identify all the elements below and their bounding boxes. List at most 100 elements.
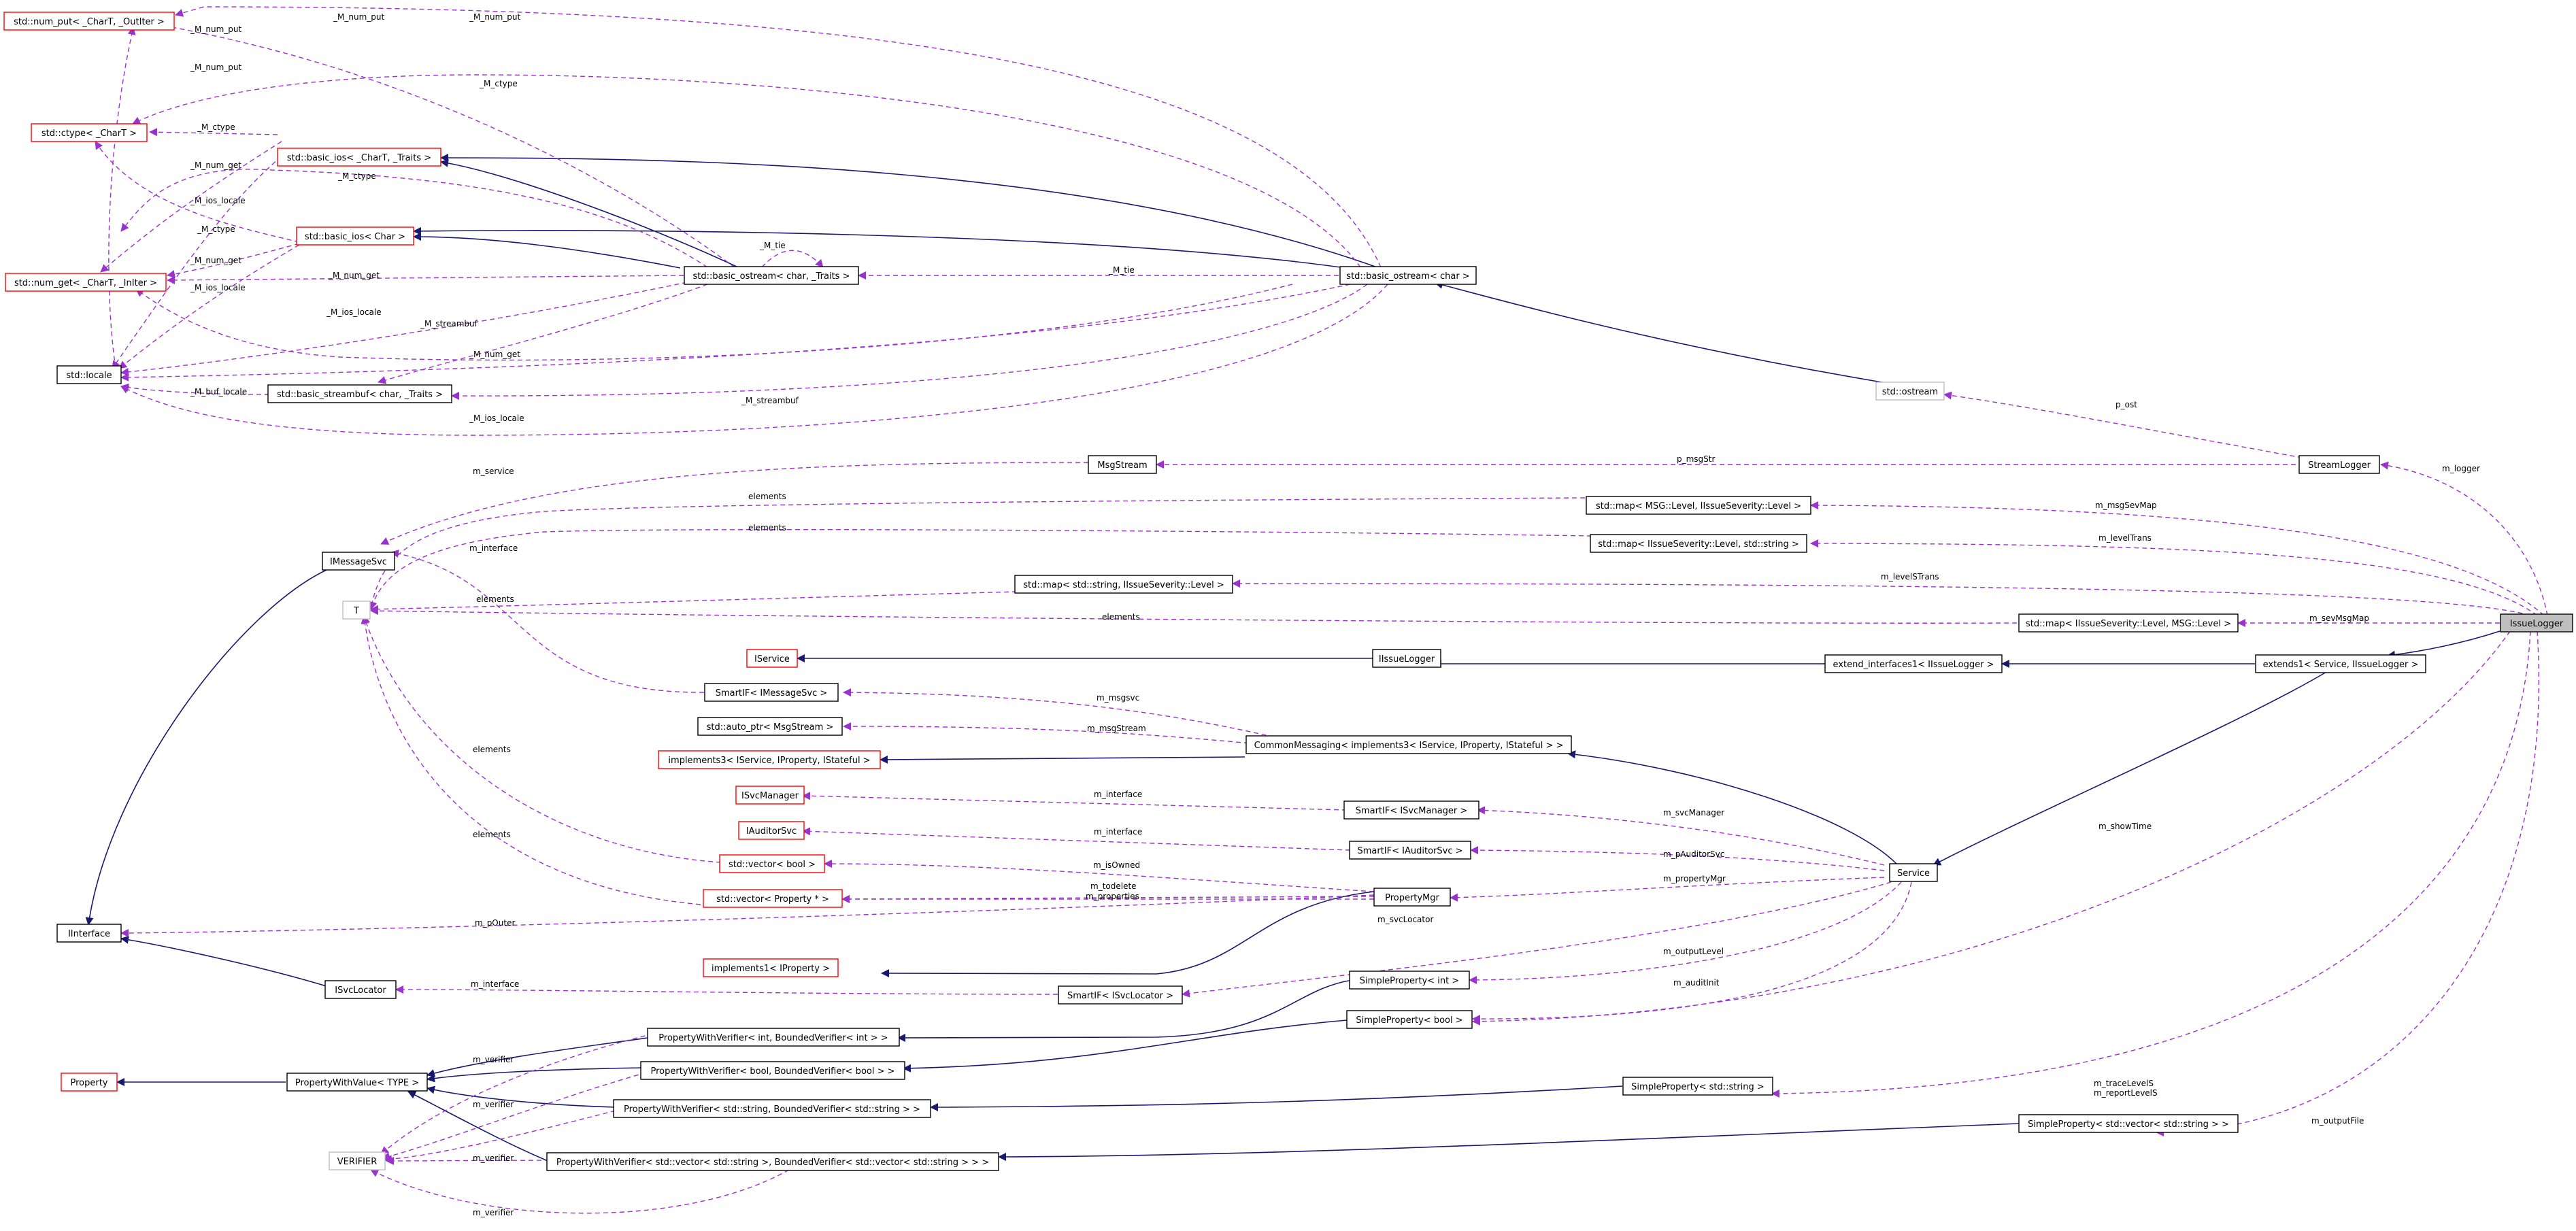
edge-use-elements-3 [370, 591, 1018, 613]
node-service[interactable]: Service [1889, 863, 1938, 882]
edge-use-m-verifier-4 [386, 1156, 550, 1165]
node-locale[interactable]: std::locale [56, 365, 122, 384]
node-smartif-auditorsvc-label: SmartIF< IAuditorSvc > [1357, 846, 1462, 856]
node-isvcmanager[interactable]: ISvcManager [735, 786, 805, 805]
node-t[interactable]: T [342, 601, 371, 620]
node-commonmessaging[interactable]: CommonMessaging< implements3< IService, … [1245, 735, 1572, 754]
node-smartif-svclocator[interactable]: SmartIF< ISvcLocator > [1058, 985, 1183, 1005]
edge-use-m-interface-imessagesvc [390, 550, 705, 693]
edge-label-m-auditinit: m_auditInit [1673, 978, 1720, 988]
node-ctype-label: std::ctype< _CharT > [41, 129, 137, 139]
node-streambuf[interactable]: std::basic_streambuf< char, _Traits > [267, 384, 452, 403]
node-pwv-int[interactable]: PropertyWithVerifier< int, BoundedVerifi… [647, 1028, 900, 1047]
node-verifier[interactable]: VERIFIER [329, 1151, 386, 1170]
node-vector-property[interactable]: std::vector< Property * > [703, 889, 843, 908]
edge-label-m-verifier-2: m_verifier [473, 1100, 514, 1109]
edge-label-ios-locale-2: _M_ios_locale [190, 283, 246, 292]
edge-use-m-tracelevels [1771, 630, 2531, 1098]
node-auto-ptr[interactable]: std::auto_ptr< MsgStream > [697, 717, 843, 736]
edge-use-tie [761, 250, 824, 268]
edge-label-elements-6: elements [473, 830, 511, 839]
edge-label-m-msgsvc: m_msgsvc [1097, 693, 1139, 703]
edge-label-m-sevmsgmap: m_sevMsgMap [2309, 613, 2369, 623]
edge-label-m-outputlevel: m_outputLevel [1663, 947, 1724, 956]
node-streambuf-label: std::basic_streambuf< char, _Traits > [277, 390, 443, 400]
edge-label-ctype-1: _M_ctype [479, 79, 518, 88]
node-map-string-level[interactable]: std::map< std::string, IIssueSeverity::L… [1014, 575, 1233, 594]
node-msgstream-label: MsgStream [1097, 460, 1147, 471]
node-pwv-vector[interactable]: PropertyWithVerifier< std::vector< std::… [546, 1152, 999, 1171]
edge-label-m-propertymgr: m_propertyMgr [1663, 874, 1726, 883]
node-pwv-bool[interactable]: PropertyWithVerifier< bool, BoundedVerif… [640, 1061, 905, 1080]
edge-label-m-pouter: m_pOuter [475, 918, 515, 928]
node-imessagesvc[interactable]: IMessageSvc [322, 552, 395, 571]
edge-use-m-isowned [824, 860, 1375, 892]
edge-inh-simple-int-to-pwv-int [897, 979, 1353, 1042]
node-basic-ostream-char[interactable]: std::basic_ostream< char > [1339, 266, 1477, 285]
node-map-level-string[interactable]: std::map< IIssueSeverity::Level, std::st… [1590, 534, 1807, 553]
node-implements1-label: implements1< IProperty > [712, 964, 830, 974]
node-property[interactable]: Property [61, 1073, 118, 1092]
node-basic-ios-traits[interactable]: std::basic_ios< _CharT, _Traits > [277, 148, 441, 167]
node-pwv-string[interactable]: PropertyWithVerifier< std::string, Bound… [613, 1099, 931, 1118]
node-ctype[interactable]: std::ctype< _CharT > [31, 123, 148, 142]
edge-inh-simple-vector-to-pwv-vector [998, 1123, 2021, 1161]
node-msgstream[interactable]: MsgStream [1088, 455, 1157, 474]
node-simple-vector[interactable]: SimpleProperty< std::vector< std::string… [2018, 1114, 2239, 1133]
edge-label-m-svcmanager: m_svcManager [1663, 808, 1724, 817]
node-pwvalue[interactable]: PropertyWithValue< TYPE > [286, 1073, 428, 1092]
edge-use-ios-locale-3 [120, 282, 688, 376]
edge-label-ctype-2: _M_ctype [197, 122, 235, 132]
node-iissuelogger[interactable]: IIssueLogger [1372, 649, 1441, 668]
node-simple-int[interactable]: SimpleProperty< int > [1349, 971, 1470, 990]
node-num-get[interactable]: std::num_get< _CharT, _InIter > [5, 273, 167, 292]
node-vector-bool[interactable]: std::vector< bool > [719, 854, 825, 873]
edge-inh-service-to-commonmessaging [1567, 750, 1898, 866]
edge-label-m-verifier-4: m_verifier [473, 1208, 514, 1217]
node-basic-ios-char[interactable]: std::basic_ios< Char > [296, 226, 414, 246]
node-smartif-auditorsvc[interactable]: SmartIF< IAuditorSvc > [1349, 841, 1471, 860]
node-propertymgr[interactable]: PropertyMgr [1373, 888, 1451, 907]
node-num-put[interactable]: std::num_put< _CharT, _OutIter > [3, 12, 175, 31]
node-iservice[interactable]: IService [746, 649, 798, 668]
node-iinterface[interactable]: IInterface [56, 924, 122, 943]
node-simple-bool[interactable]: SimpleProperty< bool > [1346, 1010, 1473, 1029]
node-ostream[interactable]: std::ostream [1875, 382, 1945, 401]
edge-label-m-properties: m_properties [1086, 892, 1139, 901]
node-map-level-msg[interactable]: std::map< IIssueSeverity::Level, MSG::Le… [2018, 613, 2239, 633]
edge-use-ctype-2 [149, 128, 278, 137]
edge-label-m-todelete: m_todelete [1090, 881, 1137, 891]
edge-label-m-interface-svclocator: m_interface [471, 979, 519, 989]
node-extends1[interactable]: extends1< Service, IIssueLogger > [2255, 654, 2426, 673]
edge-label-m-interface-svcmanager: m_interface [1094, 790, 1142, 799]
edge-use-m-propertymgr [1450, 877, 1885, 902]
node-implements1[interactable]: implements1< IProperty > [703, 958, 839, 977]
node-implements3[interactable]: implements3< IService, IProperty, IState… [658, 750, 881, 769]
node-smartif-svcmanager-label: SmartIF< ISvcManager > [1356, 806, 1468, 816]
edge-use-m-verifier-3 [384, 1110, 616, 1164]
node-smartif-svcmanager[interactable]: SmartIF< ISvcManager > [1343, 800, 1479, 820]
edge-label-tie-2: _M_tie [1108, 265, 1135, 275]
edge-label-num-put-4: _M_num_put [190, 63, 241, 72]
edge-label-ctype-3: _M_ctype [337, 171, 376, 181]
edge-use-m-msgsevmap [1810, 501, 2545, 616]
edge-use-m-svclocator [1182, 881, 1892, 998]
node-issuelogger[interactable]: IssueLogger [2500, 613, 2573, 633]
node-iauditorsvc[interactable]: IAuditorSvc [738, 821, 805, 840]
node-streamlogger[interactable]: StreamLogger [2298, 455, 2380, 474]
edge-label-elements-4: elements [1102, 612, 1140, 622]
node-simple-string[interactable]: SimpleProperty< std::string > [1622, 1077, 1773, 1096]
edge-label-m-showtime: m_showTime [2098, 822, 2152, 831]
node-iissuelogger-label: IIssueLogger [1379, 654, 1435, 664]
node-smartif-msgsvc[interactable]: SmartIF< IMessageSvc > [704, 683, 839, 702]
edge-label-num-put-1: _M_num_put [469, 12, 520, 22]
edge-label-m-msgsevmap: m_msgSevMap [2095, 501, 2157, 510]
node-issuelogger-label: IssueLogger [2510, 619, 2564, 629]
edge-inh-pwv-int-to-pwvalue [426, 1036, 654, 1077]
node-map-msg-level[interactable]: std::map< MSG::Level, IIssueSeverity::Le… [1586, 496, 1811, 515]
edge-label-num-put-2: _M_num_put [333, 12, 384, 22]
node-extend-interfaces[interactable]: extend_interfaces1< IIssueLogger > [1824, 654, 2003, 673]
node-basic-ostream-traits[interactable]: std::basic_ostream< char, _Traits > [684, 266, 859, 285]
edge-use-num-put-2 [156, 21, 735, 268]
node-isvclocator[interactable]: ISvcLocator [324, 980, 397, 999]
